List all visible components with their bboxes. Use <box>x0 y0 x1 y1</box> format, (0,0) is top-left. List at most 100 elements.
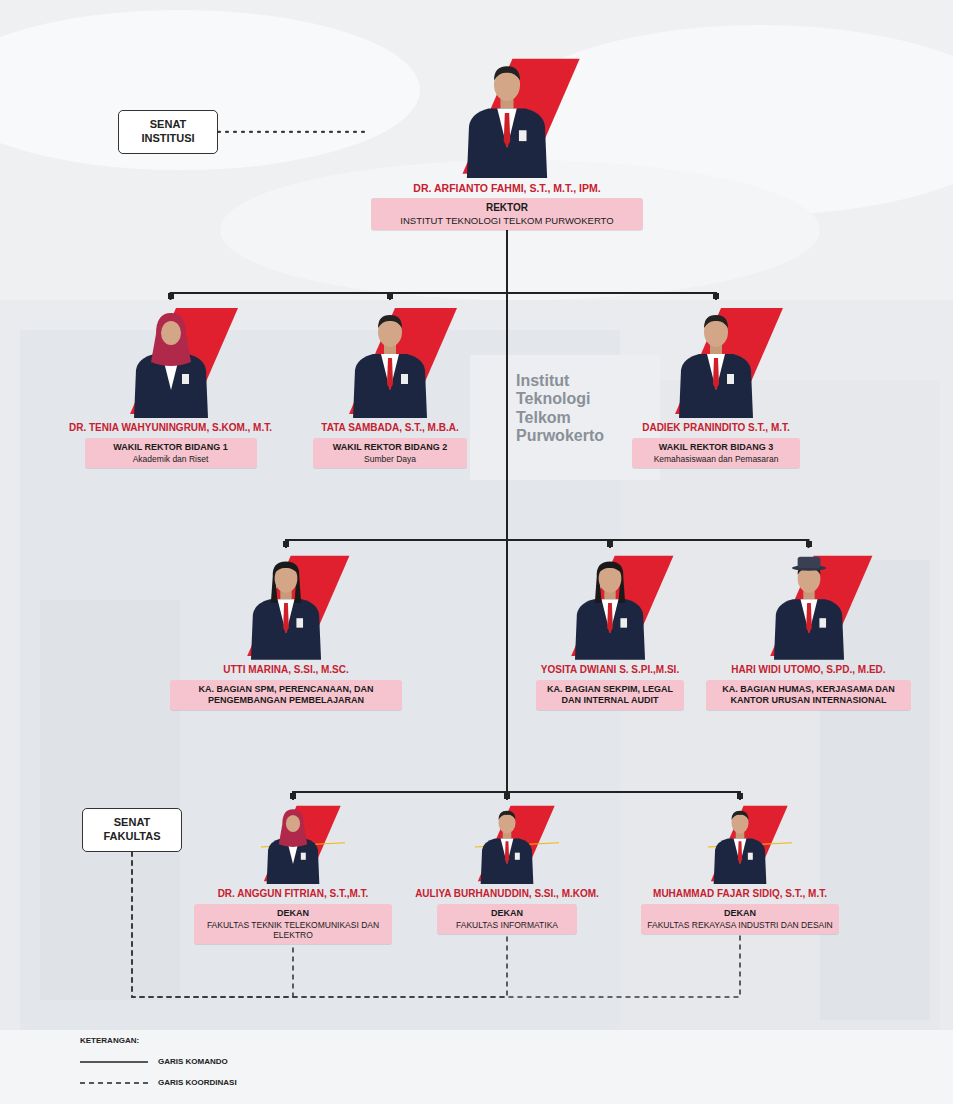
junction-square <box>737 793 743 799</box>
person-name: YOSITA DWIANI S. S.PI.,M.SI. <box>533 664 687 676</box>
junction-square <box>713 293 719 299</box>
watermark-text: Institut Teknologi Telkom Purwokerto <box>516 372 616 446</box>
role-box: WAKIL REKTOR BIDANG 3Kemahasiswaan dan P… <box>632 438 800 468</box>
person-card: AULIYA BURHANUDDIN, S.SI., M.KOM. DEKANFA… <box>412 800 602 934</box>
person-name: DR. ARFIANTO FAHMI, S.T., M.T., IPM. <box>368 182 646 194</box>
legend-text: GARIS KOMANDO <box>158 1056 228 1068</box>
person-card: DR. ANGGUN FITRIAN, S.T.,M.T. DEKANFAKULT… <box>191 800 395 944</box>
portrait <box>454 800 561 884</box>
role-title: REKTOR <box>377 202 637 214</box>
role-box: DEKANFAKULTAS INFORMATIKA <box>437 904 577 934</box>
portrait <box>240 800 347 884</box>
cloud <box>0 10 420 170</box>
role-box: KA. BAGIAN SEKPIM, LEGAL DAN INTERNAL AU… <box>536 680 684 710</box>
legend-swatch <box>80 1058 150 1066</box>
legend-line-sample <box>80 1061 148 1063</box>
building-block <box>20 330 620 1030</box>
tie <box>607 603 613 633</box>
tie <box>505 841 509 864</box>
person-name: AULIYA BURHANUDDIN, S.SI., M.KOM. <box>412 888 602 900</box>
hair <box>595 561 625 603</box>
face <box>161 321 181 345</box>
face <box>599 564 622 592</box>
senate-box: SENAT FAKULTAS <box>82 808 182 852</box>
tie <box>713 358 719 390</box>
tie <box>387 358 393 390</box>
role-title: DEKAN <box>443 908 571 919</box>
role-unit: Kemahasiswaan dan Pemasaran <box>638 454 794 464</box>
command-line <box>507 230 716 300</box>
shirt <box>381 354 399 390</box>
person-name: DR. TENIA WAHYUNINGRUM, S.KOM., M.T. <box>66 422 275 434</box>
id-card <box>515 853 520 860</box>
command-line <box>507 230 610 548</box>
hijab <box>279 809 307 847</box>
hair <box>704 315 728 328</box>
hair <box>731 811 748 820</box>
shirt <box>601 599 618 633</box>
person-card: DADIEK PRANINDITO S.T., M.T. WAKIL REKTOR… <box>629 300 803 468</box>
hair <box>271 561 301 603</box>
suit <box>714 838 767 884</box>
hair <box>378 315 402 328</box>
id-card <box>301 853 306 860</box>
role-unit: Akademik dan Riset <box>91 454 251 464</box>
shirt <box>734 838 747 864</box>
junction-square <box>607 541 613 547</box>
person-name: DADIEK PRANINDITO S.T., M.T. <box>629 422 803 434</box>
role-title: DEKAN <box>200 908 386 919</box>
command-line <box>293 230 507 800</box>
person-name: DR. ANGGUN FITRIAN, S.T.,M.T. <box>191 888 395 900</box>
legend-line-sample <box>80 1082 148 1084</box>
cloud <box>220 160 820 300</box>
id-card <box>182 374 189 384</box>
shirt <box>501 838 514 864</box>
portrait <box>687 800 794 884</box>
role-title: DEKAN <box>647 908 833 919</box>
role-title: KA. BAGIAN HUMAS, KERJASAMA DAN KANTOR U… <box>712 684 905 706</box>
command-line <box>171 230 508 300</box>
role-box: DEKANFAKULTAS REKAYASA INDUSTRI DAN DESA… <box>641 904 839 934</box>
id-card <box>401 374 408 384</box>
suit <box>353 354 427 418</box>
suit <box>251 599 321 660</box>
junction-square <box>290 793 296 799</box>
senate-title: SENAT FAKULTAS <box>93 816 171 844</box>
shirt <box>707 354 725 390</box>
hair <box>494 66 520 80</box>
id-card <box>296 618 303 627</box>
legend-swatch <box>80 1079 150 1087</box>
foreground <box>0 1030 953 1104</box>
command-line <box>390 230 507 300</box>
window-band <box>40 600 180 1000</box>
shirt <box>277 599 294 633</box>
person-card: DR. ARFIANTO FAHMI, S.T., M.T., IPM. REKT… <box>368 50 646 230</box>
command-line <box>286 230 507 548</box>
role-box: WAKIL REKTOR BIDANG 2Sumber Daya <box>313 438 467 468</box>
portrait <box>315 300 465 418</box>
role-unit: INSTITUT TEKNOLOGI TELKOM PURWOKERTO <box>377 215 637 226</box>
person-card: TATA SAMBADA, S.T., M.B.A. WAKIL REKTOR B… <box>310 300 470 468</box>
shirt <box>800 599 817 633</box>
role-title: KA. BAGIAN SEKPIM, LEGAL DAN INTERNAL AU… <box>542 684 678 706</box>
portrait <box>738 548 880 660</box>
role-title: WAKIL REKTOR BIDANG 2 <box>319 442 461 453</box>
portrait <box>215 548 357 660</box>
person-card: HARI WIDI UTOMO, S.PD., M.ED.KA. BAGIAN … <box>703 548 914 710</box>
person-name: TATA SAMBADA, S.T., M.B.A. <box>310 422 470 434</box>
role-title: WAKIL REKTOR BIDANG 3 <box>638 442 794 453</box>
role-unit: FAKULTAS TEKNIK TELEKOMUNIKASI DAN ELEKT… <box>200 920 386 940</box>
senate-box: SENAT INSTITUSI <box>118 110 218 154</box>
shirt <box>497 109 517 148</box>
command-line <box>507 230 809 548</box>
id-card <box>727 374 734 384</box>
role-unit: Sumber Daya <box>319 454 461 464</box>
person-name: UTTI MARINA, S.SI., M.SC. <box>167 664 405 676</box>
suit <box>773 599 843 660</box>
suit <box>467 109 547 178</box>
role-box: KA. BAGIAN SPM, PERENCANAAN, DAN PENGEMB… <box>170 680 402 710</box>
role-box: REKTORINSTITUT TEKNOLOGI TELKOM PURWOKER… <box>371 198 643 230</box>
junction-square <box>283 541 289 547</box>
suit <box>679 354 753 418</box>
